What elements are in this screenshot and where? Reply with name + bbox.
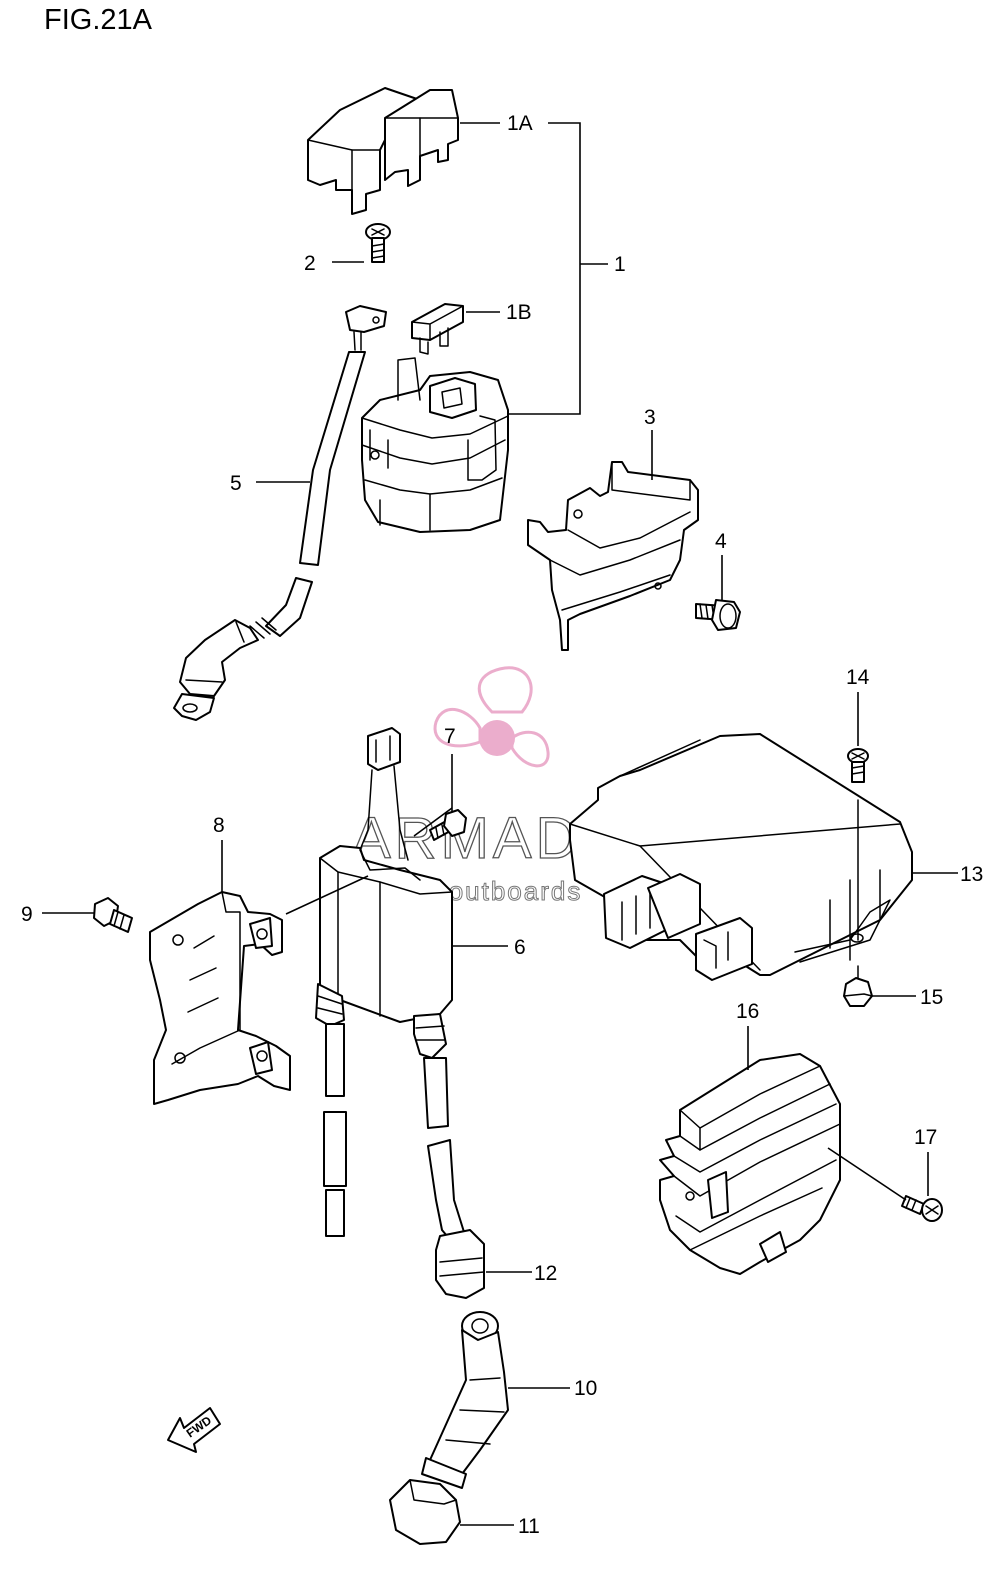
label-14: 14: [846, 666, 870, 689]
part-1b-fuse: [411, 303, 464, 355]
part-7-screw: [429, 809, 467, 841]
part-13-cdi-unit: [569, 733, 913, 981]
part-10-spark-plug-boot: [421, 1311, 509, 1489]
part-9-bolt: [93, 897, 133, 933]
part-labels: 1A 1 1B 2 3 4 5 6 7 8 9 10 11 12 13 14 1…: [21, 112, 983, 1538]
label-2: 2: [304, 252, 316, 275]
part-17-screw: [901, 1195, 943, 1222]
label-15: 15: [920, 986, 943, 1009]
part-14-screw: [847, 748, 869, 941]
part-1a-relay-cover: [307, 87, 459, 215]
part-1-starter-relay: [361, 357, 509, 533]
propeller-logo-icon: [433, 666, 550, 768]
label-3: 3: [644, 406, 656, 429]
label-1b: 1B: [506, 301, 532, 324]
label-11: 11: [518, 1515, 540, 1538]
leader-lines: [42, 122, 958, 1526]
label-9: 9: [21, 903, 33, 926]
label-12: 12: [534, 1262, 557, 1285]
label-6: 6: [514, 936, 526, 959]
part-15-nut: [843, 965, 873, 1007]
label-10: 10: [574, 1377, 597, 1400]
figure-title: FIG.21A: [44, 4, 152, 36]
part-3-relay-bracket: [527, 461, 699, 651]
label-1a: 1A: [507, 112, 533, 135]
part-6-ignition-coil: [315, 727, 453, 1237]
label-8: 8: [213, 814, 225, 837]
label-5: 5: [230, 472, 242, 495]
label-16: 16: [736, 1000, 759, 1023]
part-5-battery-cable: [173, 305, 387, 721]
forward-direction-arrow-icon: FWD: [167, 1407, 221, 1453]
part-12-plug-cap: [427, 1139, 485, 1299]
part-4-bolt: [695, 599, 741, 631]
part-2-screw: [365, 223, 391, 263]
label-1: 1: [614, 253, 626, 276]
label-17: 17: [914, 1126, 937, 1149]
part-8-coil-bracket: [149, 891, 291, 1105]
label-7: 7: [444, 725, 456, 748]
label-13: 13: [960, 863, 983, 886]
label-4: 4: [715, 530, 727, 553]
part-16-rectifier: [659, 1053, 841, 1275]
part-11-plug-cap: [389, 1479, 461, 1545]
